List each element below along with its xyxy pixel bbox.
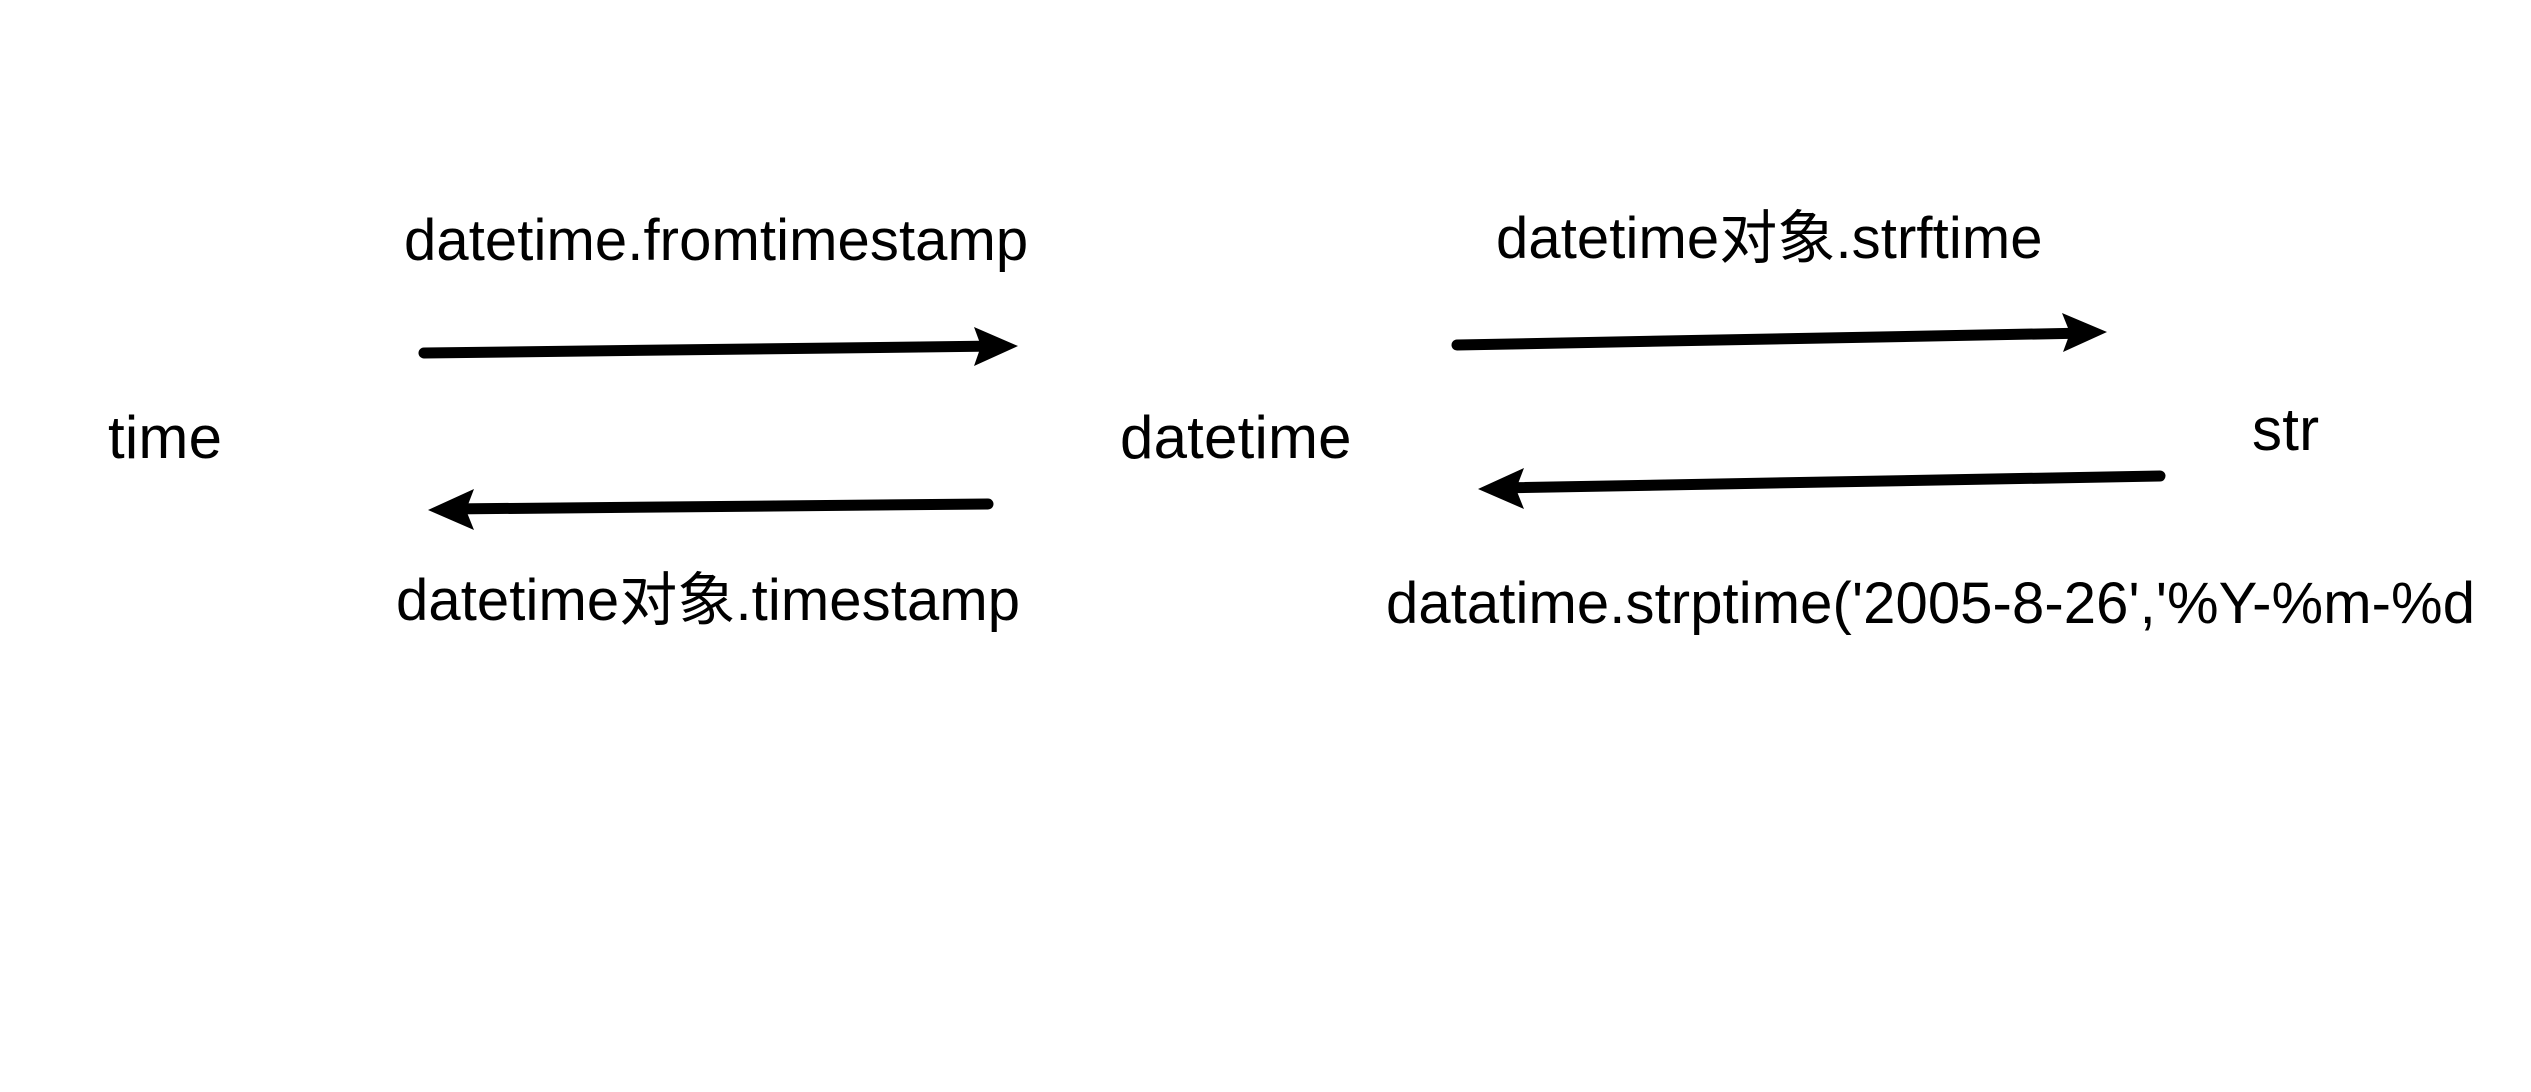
arrow-datetime-to-str bbox=[1451, 313, 2107, 352]
node-label-datetime: datetime bbox=[1120, 404, 1352, 471]
arrow-str-to-datetime bbox=[1478, 468, 2166, 509]
node-label-time: time bbox=[108, 404, 223, 471]
arrow-datetime-to-time bbox=[428, 489, 994, 530]
edge-label-datetime-to-time: datetime对象.timestamp bbox=[396, 568, 1021, 633]
edge-label-time-to-datetime: datetime.fromtimestamp bbox=[404, 208, 1029, 273]
edge-label-datetime-to-str: datetime对象.strftime bbox=[1496, 206, 2043, 271]
edge-label-str-to-datetime: datatime.strptime('2005-8-26','%Y-%m-%d bbox=[1386, 571, 2476, 636]
arrow-time-to-datetime bbox=[418, 327, 1018, 366]
node-label-str: str bbox=[2252, 396, 2320, 463]
